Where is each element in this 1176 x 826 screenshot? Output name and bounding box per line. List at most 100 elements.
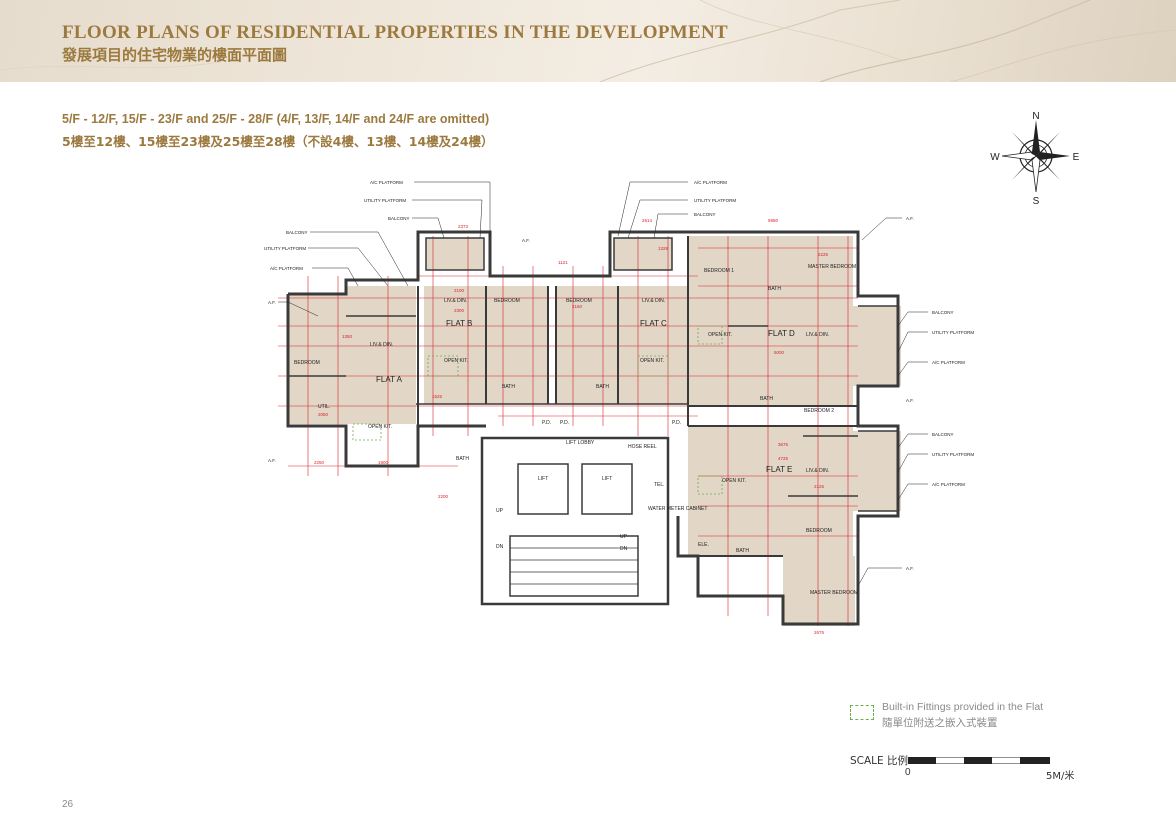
room-lift-1: LIFT: [538, 476, 548, 482]
room-fills: [288, 236, 901, 626]
dim-10: 4725: [778, 456, 789, 461]
room-bath-d2: BATH: [760, 396, 773, 402]
dim-14: 2200: [438, 494, 449, 499]
room-bedroom-2-d: BEDROOM 2: [804, 408, 834, 414]
scale-start: 0: [905, 767, 911, 778]
callout-af-1: A.F.: [268, 300, 276, 305]
room-open-kit-a: OPEN KIT.: [368, 424, 392, 430]
room-liv-din-d: LIV.& DIN.: [806, 332, 829, 338]
callout-ac-platform-1: A/C PLATFORM: [370, 180, 403, 185]
flat-e-label: FLAT E: [766, 465, 792, 474]
room-bedroom-e: BEDROOM: [806, 528, 832, 534]
built-in-fittings: [352, 325, 723, 495]
room-open-kit-b: OPEN KIT.: [444, 358, 468, 364]
compass-north: N: [1032, 111, 1039, 122]
walls: [286, 230, 900, 626]
stair-dn-1: DN: [496, 544, 504, 550]
dim-18: 1525: [432, 394, 443, 399]
callout-balcony-1: BALCONY: [388, 216, 410, 221]
callout-af-6: A.F.: [522, 238, 530, 243]
compass-east: E: [1073, 152, 1080, 163]
callout-utility-platform-5: UTILITY PLATFORM: [932, 452, 974, 457]
room-pd-3: P.D.: [672, 420, 681, 426]
callout-balcony-4: BALCONY: [932, 310, 954, 315]
callout-ac-platform-4: A/C PLATFORM: [932, 360, 965, 365]
flat-d-label: FLAT D: [768, 329, 795, 338]
room-open-kit-c: OPEN KIT.: [640, 358, 664, 364]
page-title: FLOOR PLANS OF RESIDENTIAL PROPERTIES IN…: [62, 22, 728, 43]
room-pd-2: P.D.: [560, 420, 569, 426]
dim-11: 3675: [778, 442, 789, 447]
page-title-chinese: 發展項目的住宅物業的樓面平面圖: [62, 46, 288, 64]
dim-7: 2300: [454, 308, 465, 313]
scale-end: 5M/米: [1046, 771, 1075, 782]
room-bedroom-a: BEDROOM: [294, 360, 320, 366]
stair-up-1: UP: [496, 508, 504, 514]
callout-ac-platform-3: A/C PLATFORM: [694, 180, 727, 185]
room-bath-e: BATH: [736, 548, 749, 554]
page-header: FLOOR PLANS OF RESIDENTIAL PROPERTIES IN…: [0, 0, 1176, 82]
room-bedroom-1-d: BEDROOM 1: [704, 268, 734, 274]
callout-ac-platform-2: A/C PLATFORM: [270, 266, 303, 271]
flat-c-label: FLAT C: [640, 319, 667, 328]
scale-label: SCALE 比例: [850, 755, 909, 767]
room-bedroom-c: BEDROOM: [566, 298, 592, 304]
dim-5: 2225: [818, 252, 829, 257]
dim-4: 5950: [768, 218, 779, 223]
room-hose-reel: HOSE REEL: [628, 444, 657, 450]
room-lift-2: LIFT: [602, 476, 612, 482]
floor-range-english: 5/F - 12/F, 15/F - 23/F and 25/F - 28/F …: [62, 112, 490, 126]
dim-15: 2250: [314, 460, 325, 465]
callout-balcony-3: BALCONY: [694, 212, 716, 217]
dim-17: 2050: [318, 412, 329, 417]
callout-balcony-5: BALCONY: [932, 432, 954, 437]
room-open-kit-e: OPEN KIT.: [722, 478, 746, 484]
legend-text-chinese: 隨單位附送之嵌入式裝置: [882, 717, 998, 729]
room-lift-lobby: LIFT LOBBY: [566, 440, 595, 446]
room-bath-d1: BATH: [768, 286, 781, 292]
callout-balcony-2: BALCONY: [286, 230, 308, 235]
flat-b-label: FLAT B: [446, 319, 472, 328]
room-ele: ELE.: [698, 542, 709, 548]
dim-16: 1900: [378, 460, 389, 465]
floor-range-chinese: 5樓至12樓、15樓至23樓及25樓至28樓（不設4樓、13樓、14樓及24樓）: [62, 134, 494, 149]
dim-20: 1121: [558, 260, 568, 265]
callout-af-2: A.F.: [906, 216, 914, 221]
dim-2: 2614: [642, 218, 653, 223]
compass-rose-icon: N S E W: [990, 111, 1080, 206]
dim-13: 2675: [814, 630, 825, 635]
dim-1: 2373: [458, 224, 469, 229]
callout-utility-platform-1: UTILITY PLATFORM: [364, 198, 406, 203]
scale-bar: [908, 757, 1050, 764]
flat-a-label: FLAT A: [376, 375, 403, 384]
stair-up-2: UP: [620, 534, 628, 540]
compass-west: W: [990, 152, 1000, 163]
callout-ac-platform-5: A/C PLATFORM: [932, 482, 965, 487]
room-liv-din-c: LIV.& DIN.: [642, 298, 665, 304]
room-master-bedroom-e: MASTER BEDROOM: [810, 590, 858, 596]
dim-6: 2100: [454, 288, 465, 293]
callout-af-3: A.F.: [906, 398, 914, 403]
dim-8: 2150: [572, 304, 583, 309]
room-pd-1: P.D.: [542, 420, 551, 426]
built-in-fittings-legend-swatch: [850, 705, 874, 720]
room-liv-din-e: LIV.& DIN.: [806, 468, 829, 474]
stair-dn-2: DN: [620, 546, 628, 552]
callout-leaders: [278, 181, 928, 587]
room-water-meter: WATER METER CABINET: [648, 506, 707, 512]
page-number: 26: [62, 799, 74, 810]
room-liv-din-b: LIV.& DIN.: [444, 298, 467, 304]
dim-3: 1328: [658, 246, 669, 251]
compass-south: S: [1033, 196, 1040, 206]
room-util-a: UTIL.: [318, 404, 330, 410]
marble-texture: [0, 0, 1176, 82]
legend-text-english: Built-in Fittings provided in the Flat: [882, 701, 1044, 713]
room-bedroom-b: BEDROOM: [494, 298, 520, 304]
room-tel: TEL.: [654, 482, 665, 488]
callout-utility-platform-4: UTILITY PLATFORM: [932, 330, 974, 335]
callout-utility-platform-3: UTILITY PLATFORM: [694, 198, 736, 203]
callout-utility-platform-2: UTILITY PLATFORM: [264, 246, 306, 251]
callout-af-4: A.F.: [906, 566, 914, 571]
callout-af-5: A.F.: [268, 458, 276, 463]
room-bath-b: BATH: [502, 384, 515, 390]
